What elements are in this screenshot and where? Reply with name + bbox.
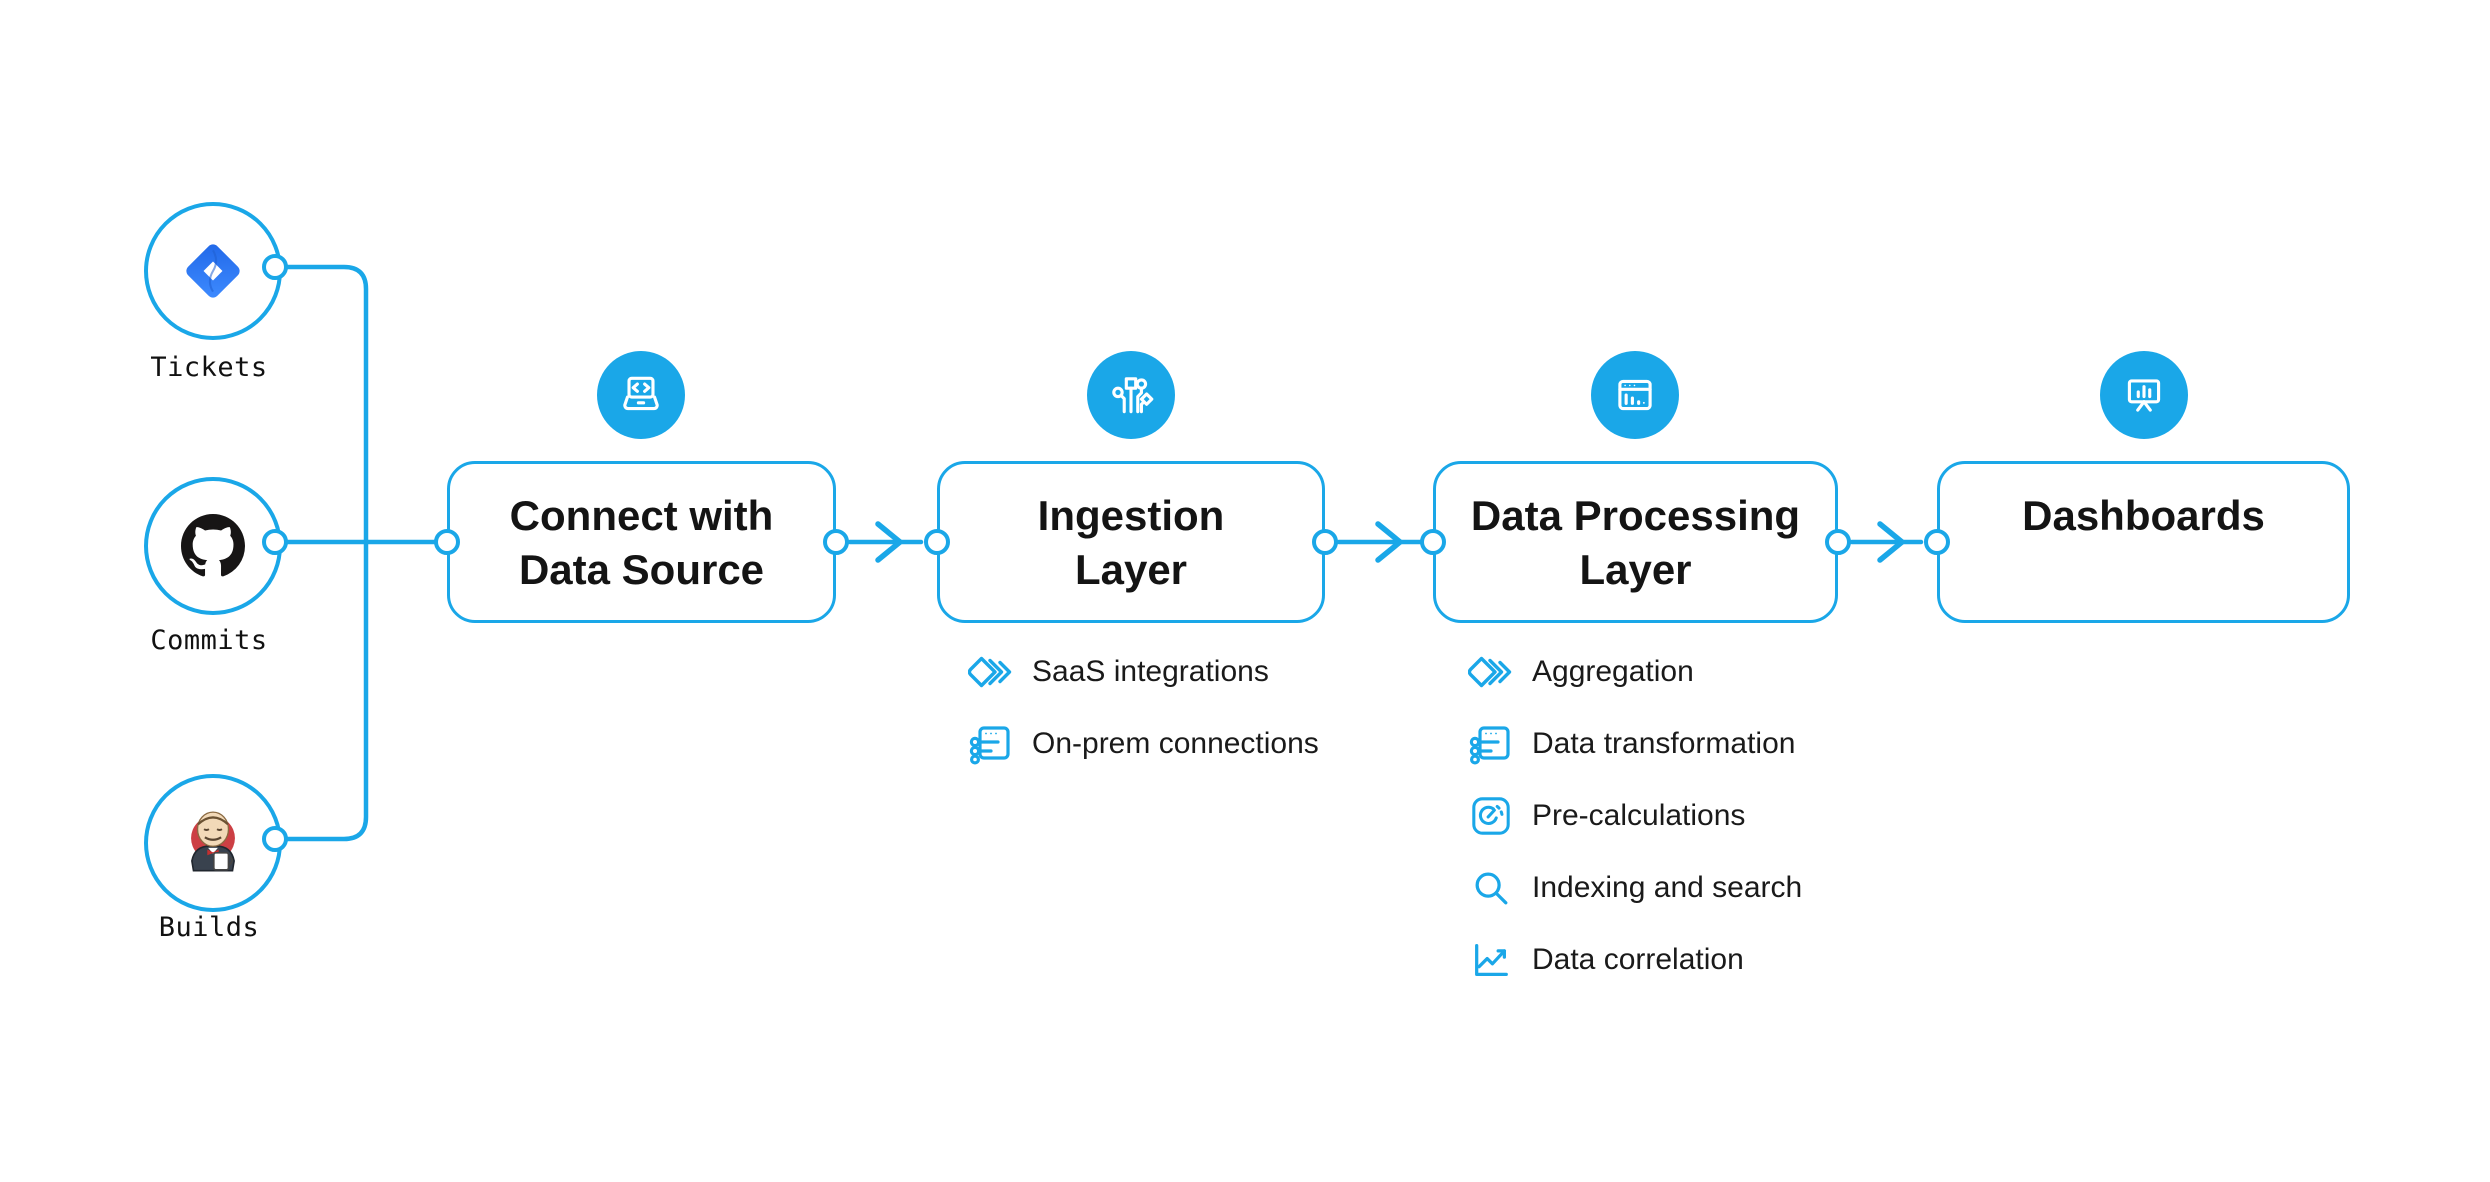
window-sliders-icon <box>1468 721 1514 767</box>
stage-box-processing: Data Processing Layer <box>1433 461 1838 623</box>
stage-title: Connect with Data Source <box>509 492 774 593</box>
node-dot <box>1825 529 1851 555</box>
list-item: Data correlation <box>1468 937 1802 983</box>
ingestion-feature-list: SaaS integrations On-prem connections <box>968 649 1319 793</box>
feature-label: Pre-calculations <box>1532 799 1746 832</box>
github-icon <box>181 514 245 577</box>
stage-title: Dashboards <box>2022 492 2265 539</box>
stage-title: Data Processing Layer <box>1470 492 1801 593</box>
processing-feature-list: Aggregation Data transformation <box>1468 649 1802 1009</box>
stage-badge-dashboards <box>2100 351 2188 439</box>
stage-title: Ingestion Layer <box>1037 492 1225 593</box>
stage-badge-connect <box>597 351 685 439</box>
node-dot <box>262 529 288 555</box>
list-item: Aggregation <box>1468 649 1802 695</box>
arrowhead-icon <box>1375 521 1403 563</box>
stage-box-connect: Connect with Data Source <box>447 461 836 623</box>
source-label-builds: Builds <box>158 912 260 943</box>
list-item: Data transformation <box>1468 721 1802 767</box>
stacked-diamonds-icon <box>1468 649 1514 695</box>
list-item: Pre-calculations <box>1468 793 1802 839</box>
stage-badge-processing <box>1591 351 1679 439</box>
ingestion-circuit-icon <box>1112 377 1154 414</box>
list-item: Indexing and search <box>1468 865 1802 911</box>
feature-label: Indexing and search <box>1532 871 1803 904</box>
arrowhead-icon <box>1877 521 1905 563</box>
feature-label: Data correlation <box>1532 943 1744 976</box>
feature-label: On-prem connections <box>1032 727 1319 760</box>
source-circle-builds <box>144 774 282 912</box>
feature-label: Data transformation <box>1532 727 1796 760</box>
source-label-tickets: Tickets <box>150 352 268 383</box>
jenkins-icon <box>191 811 235 872</box>
node-dot <box>262 254 288 280</box>
gauge-icon <box>1468 793 1514 839</box>
node-dot <box>262 826 288 852</box>
feature-label: Aggregation <box>1532 655 1694 688</box>
stage-box-ingestion: Ingestion Layer <box>937 461 1325 623</box>
laptop-code-icon <box>623 376 659 411</box>
list-item: SaaS integrations <box>968 649 1319 695</box>
presentation-chart-icon <box>2127 379 2161 412</box>
stage-box-dashboards: Dashboards <box>1937 461 2350 623</box>
stage-badge-ingestion <box>1087 351 1175 439</box>
node-dot <box>823 529 849 555</box>
node-dot <box>434 529 460 555</box>
jira-icon <box>186 244 240 298</box>
node-dot <box>1420 529 1446 555</box>
node-dot <box>1312 529 1338 555</box>
source-circle-tickets <box>144 202 282 340</box>
stacked-diamonds-icon <box>968 649 1014 695</box>
source-trunk-line <box>274 264 369 842</box>
search-icon <box>1468 865 1514 911</box>
line-chart-icon <box>1468 937 1514 983</box>
node-dot <box>1924 529 1950 555</box>
window-chart-icon <box>1618 379 1652 411</box>
arrowhead-icon <box>875 521 903 563</box>
source-circle-commits <box>144 477 282 615</box>
window-sliders-icon <box>968 721 1014 767</box>
node-dot <box>924 529 950 555</box>
feature-label: SaaS integrations <box>1032 655 1269 688</box>
list-item: On-prem connections <box>968 721 1319 767</box>
source-label-commits: Commits <box>150 625 268 656</box>
